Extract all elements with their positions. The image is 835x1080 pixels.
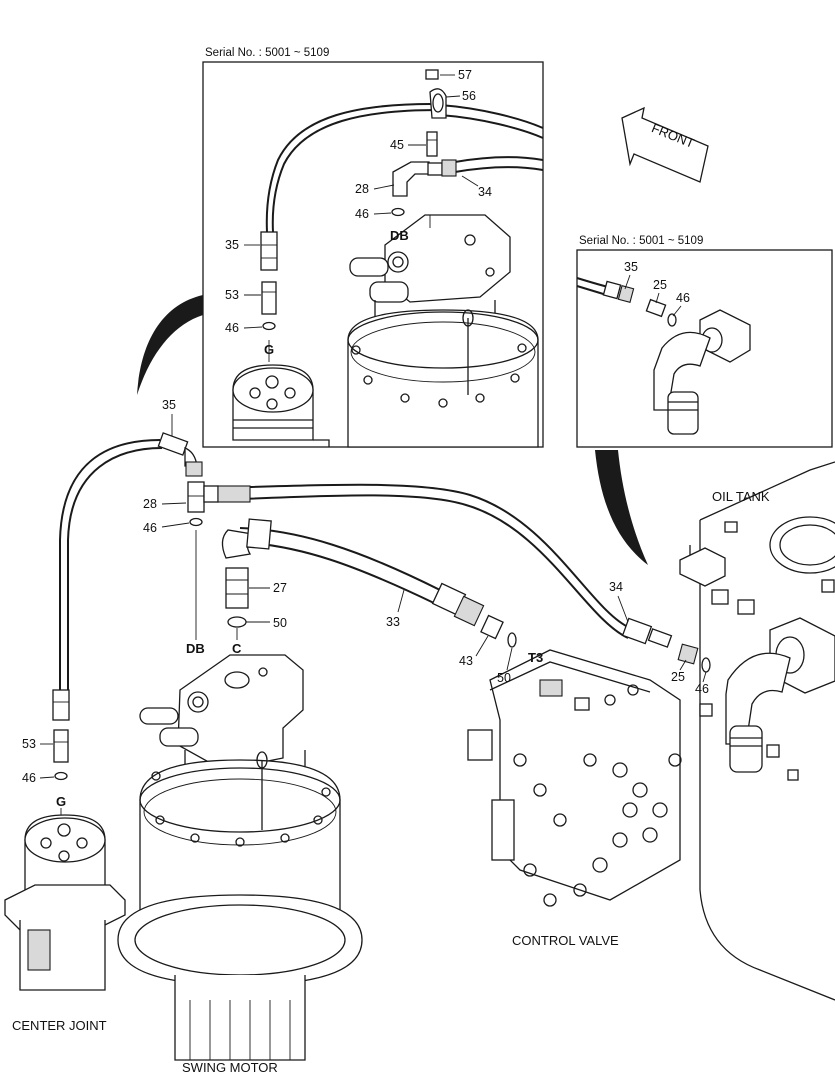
label-main-43: 43 [459,654,473,668]
label-46: 46 [355,207,369,221]
hose-35 [59,439,161,690]
inset2-label-46: 46 [676,291,690,305]
label-56: 56 [462,89,476,103]
oil-tank: OIL TANK [679,461,835,1001]
label-main-28: 28 [143,497,157,511]
inset2-serial-label: Serial No. : 5001 ~ 5109 [579,235,703,247]
inset2-frame [576,249,833,448]
label-main-25: 25 [671,670,685,684]
label-main-46a: 46 [143,521,157,535]
front-arrow: FRONT [621,106,709,183]
port-t3: T3 [528,650,543,665]
label-main-33: 33 [386,615,400,629]
port-g-main: G [56,794,66,809]
label-46b: 46 [225,321,239,335]
swing-motor: SWING MOTOR [117,654,363,1075]
swing-motor-label: SWING MOTOR [182,1060,278,1075]
label-34: 34 [478,185,492,199]
label-main-27: 27 [273,581,287,595]
label-main-53: 53 [22,737,36,751]
oil-tank-inset: Serial No. : 5001 ~ 5109 35 25 46 [576,235,833,448]
hose-34 [217,483,631,629]
control-valve-label: CONTROL VALVE [512,933,619,948]
label-main-46c: 46 [22,771,36,785]
label-35: 35 [225,238,239,252]
port-db-main: DB [186,641,205,656]
label-main-35: 35 [162,398,176,412]
center-joint: CENTER JOINT [4,689,126,1033]
label-main-50b: 50 [497,671,511,685]
control-valve: CONTROL VALVE [467,649,682,948]
inset2-label-35: 35 [624,260,638,274]
center-joint-label: CENTER JOINT [12,1018,107,1033]
label-28: 28 [355,182,369,196]
port-g-inset: G [264,342,274,357]
label-main-46b: 46 [695,682,709,696]
port-c: C [232,641,242,656]
label-main-34: 34 [609,580,623,594]
swing-motor-inset: Serial No. : 5001 ~ 5109 [202,47,544,448]
oil-tank-label: OIL TANK [712,489,770,504]
label-57: 57 [458,68,472,82]
inset2-label-25: 25 [653,278,667,292]
label-main-50a: 50 [273,616,287,630]
label-45: 45 [390,138,404,152]
callout-pointer-left [137,295,203,395]
label-53: 53 [225,288,239,302]
callout-pointer-right [595,450,648,565]
inset-serial-label: Serial No. : 5001 ~ 5109 [205,47,329,59]
port-db-inset: DB [390,228,409,243]
